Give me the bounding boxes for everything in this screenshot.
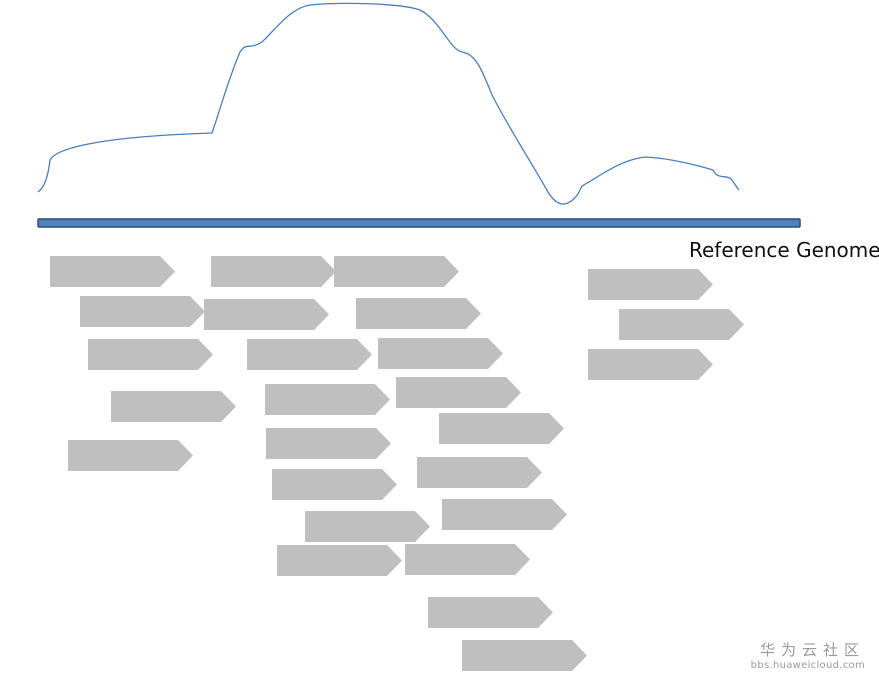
coverage-curve	[37, 2, 740, 205]
read-arrow	[111, 391, 236, 422]
read-arrow	[428, 597, 553, 628]
read-arrow	[417, 457, 542, 488]
read-arrow	[462, 640, 587, 671]
watermark-url: bbs.huaweicloud.com	[750, 660, 865, 671]
watermark-site-name: 华为云社区	[759, 641, 865, 659]
read-arrow	[442, 499, 567, 530]
read-arrow	[277, 545, 402, 576]
read-arrow	[439, 413, 564, 444]
read-arrow	[247, 339, 372, 370]
reference-genome-label: Reference Genome	[689, 238, 879, 262]
read-arrow	[272, 469, 397, 500]
read-arrow	[405, 544, 530, 575]
read-arrow	[588, 349, 713, 380]
reference-genome-bar	[37, 218, 801, 228]
read-arrow	[356, 298, 481, 329]
read-arrow	[80, 296, 205, 327]
read-arrow	[619, 309, 744, 340]
read-arrow	[588, 269, 713, 300]
read-arrow	[266, 428, 391, 459]
watermark: 华为云社区 bbs.huaweicloud.com	[751, 639, 865, 671]
read-arrow	[204, 299, 329, 330]
read-arrow	[211, 256, 336, 287]
read-arrow	[88, 339, 213, 370]
aligned-reads	[50, 256, 744, 671]
read-arrow	[305, 511, 430, 542]
read-arrow	[378, 338, 503, 369]
read-arrow	[68, 440, 193, 471]
read-arrow	[50, 256, 175, 287]
read-arrow	[396, 377, 521, 408]
read-arrow	[334, 256, 459, 287]
read-arrow	[265, 384, 390, 415]
